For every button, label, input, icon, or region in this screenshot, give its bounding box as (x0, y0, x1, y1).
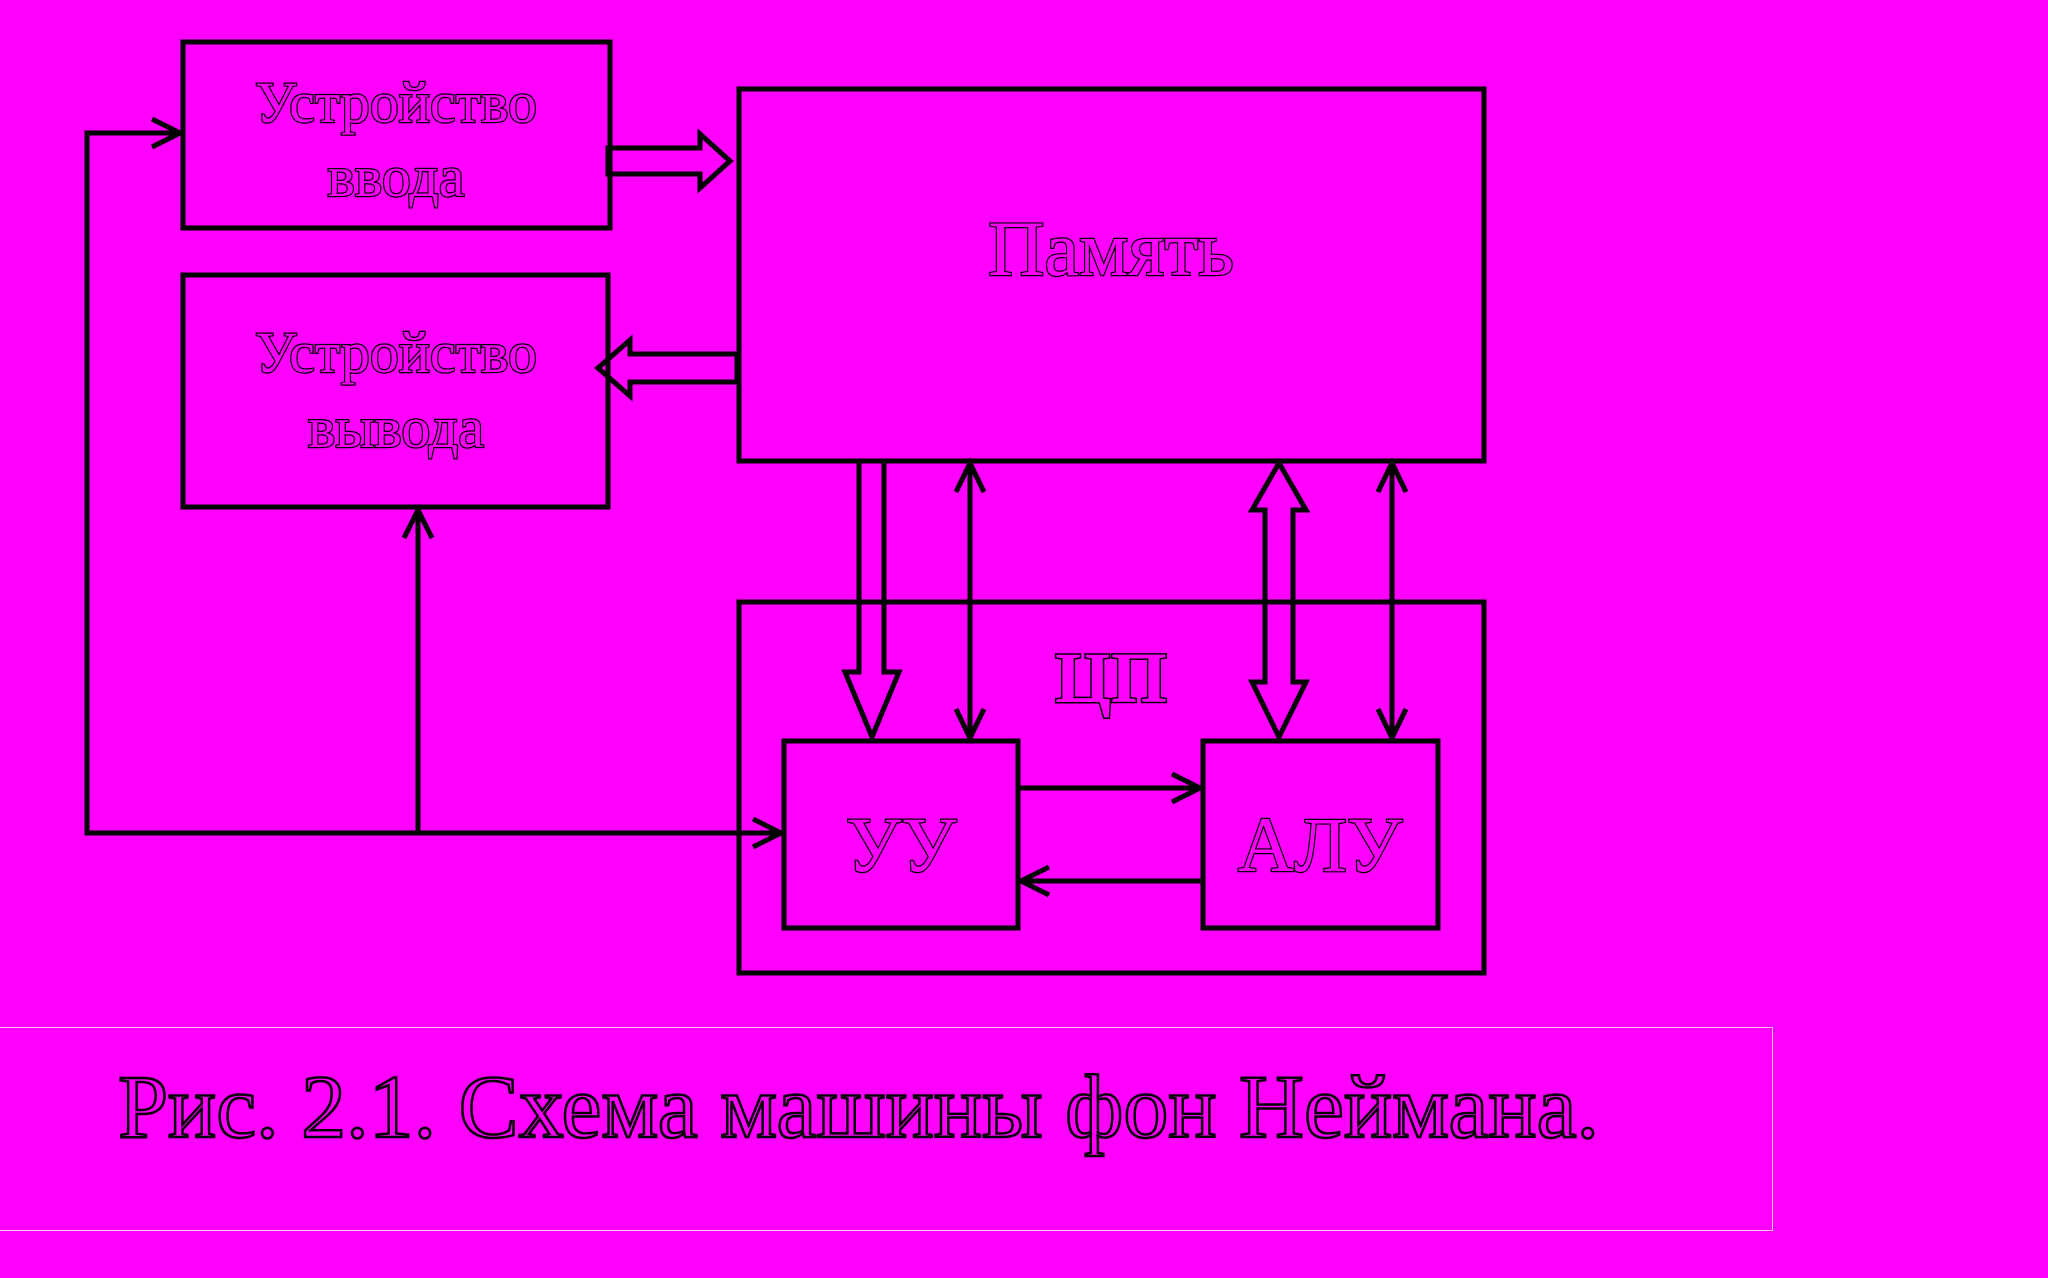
cpu-label: ЦП (1055, 638, 1167, 718)
input-device-label-line2: ввода (328, 144, 465, 209)
control-unit-node: УУ (781, 738, 1021, 931)
arrow-control-unit-to-output-device (401, 504, 435, 833)
alu-label: АЛУ (1238, 801, 1403, 888)
arrow-input-to-memory (605, 128, 734, 194)
arrow-memory-alu-bidirectional (1247, 457, 1311, 743)
memory-label: Память (988, 205, 1234, 292)
cpu-node: ЦП (736, 599, 1487, 976)
memory-node: Память (736, 86, 1487, 464)
arrow-memory-control-unit-bidirectional (953, 457, 987, 744)
arrow-memory-to-control-unit (841, 458, 903, 744)
arrow-control-unit-to-alu (1018, 771, 1206, 805)
arrow-control-unit-to-input-device (84, 116, 781, 836)
arrow-memory-to-output (594, 334, 740, 402)
alu-node: АЛУ (1200, 738, 1441, 931)
arrowhead-into-control-unit (751, 816, 787, 850)
control-unit-label: УУ (846, 801, 957, 888)
input-device-node: Устройство ввода (180, 39, 613, 231)
input-device-label-line1: Устройство (255, 70, 537, 135)
output-device-node: Устройство вывода (180, 272, 611, 510)
input-device-box (180, 39, 613, 231)
output-device-label-line1: Устройство (255, 320, 537, 385)
arrow-memory-alu-control-bidirectional (1375, 457, 1409, 744)
control-unit-box (781, 738, 1021, 931)
output-device-label-line2: вывода (308, 395, 484, 460)
cpu-box (736, 599, 1487, 976)
figure-caption: Рис. 2.1. Схема машины фон Неймана. (117, 1057, 1601, 1159)
caption-frame (0, 1027, 1773, 1231)
output-device-box (180, 272, 611, 510)
alu-box (1200, 738, 1441, 931)
arrow-alu-to-control-unit (1015, 864, 1203, 898)
memory-box (736, 86, 1487, 464)
